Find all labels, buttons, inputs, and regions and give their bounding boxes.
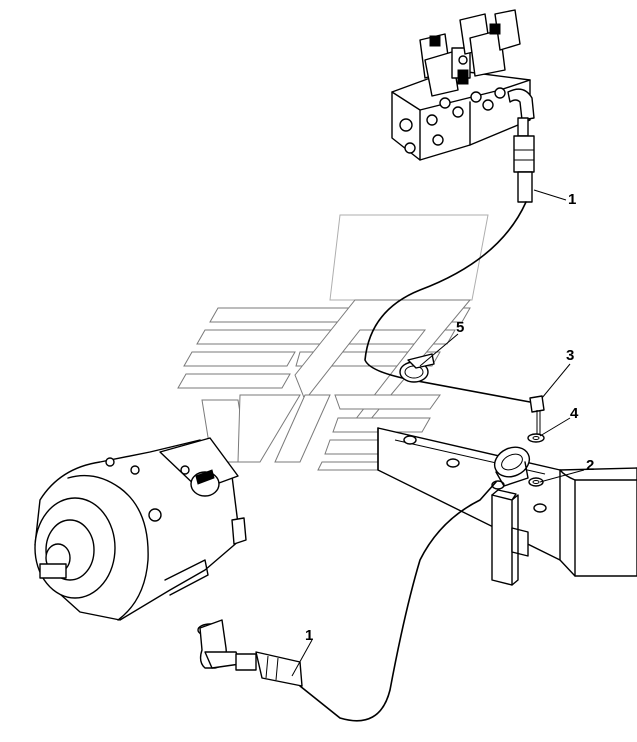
hose-clamp-icon [399, 353, 435, 383]
hose-top-fitting [513, 117, 535, 203]
callout-label: 1 [305, 627, 313, 644]
frame-rail [377, 427, 637, 586]
control-valve-block-icon [391, 9, 535, 161]
leader-lines [291, 189, 585, 677]
cushion-bracket-icon [493, 446, 544, 487]
callout-label: 2 [586, 457, 594, 474]
bolt-icon [529, 395, 545, 436]
hose-line-lower [299, 481, 497, 722]
callout-label: 3 [566, 347, 574, 364]
callout-label: 5 [456, 319, 464, 336]
hydraulic-pump-icon [34, 437, 247, 621]
hose-line-main [364, 201, 531, 403]
pump-fittings [197, 619, 303, 687]
watermark-logo-icon [177, 214, 489, 471]
callout-label: 1 [568, 191, 576, 208]
callout-label: 4 [570, 405, 579, 422]
